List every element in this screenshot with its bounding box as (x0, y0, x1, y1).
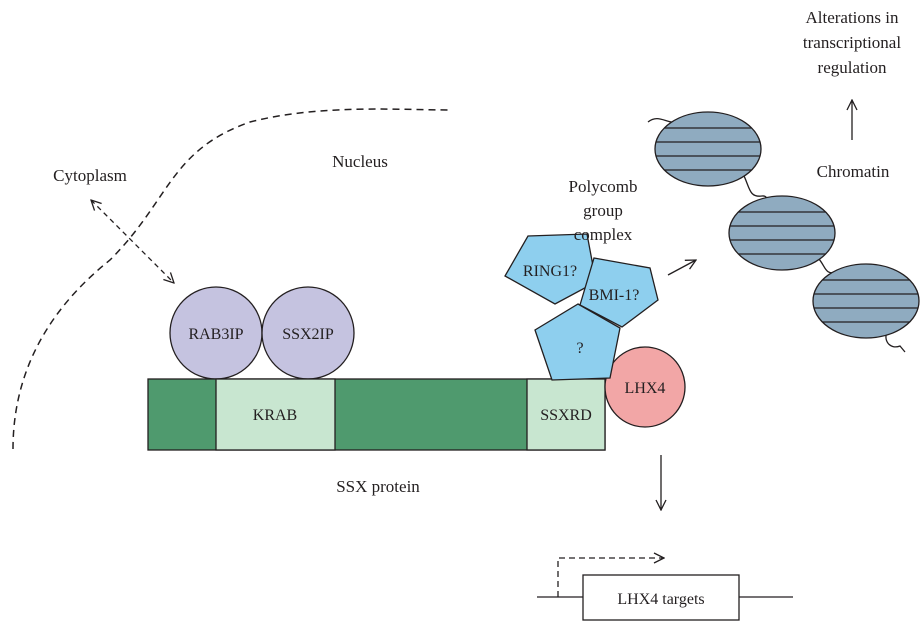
dna-strand (647, 115, 906, 353)
nucleus-label: Nucleus (332, 152, 388, 171)
polycomb-label-line1: Polycomb (569, 177, 638, 196)
rab3ip-label: RAB3IP (188, 326, 243, 343)
nucleosome-3 (812, 263, 920, 339)
lhx4-protein: LHX4 (604, 346, 686, 428)
shuttle-arrow (91, 200, 174, 283)
ssxrd-label: SSXRD (540, 407, 592, 424)
nucleosome-2 (728, 195, 836, 271)
polycomb-label-line2: group (583, 201, 623, 220)
chromatin (647, 111, 920, 353)
bmi1-label: BMI-1? (589, 287, 640, 304)
chromatin-label: Chromatin (817, 162, 890, 181)
lhx4-target-gene: LHX4 targets (537, 558, 793, 621)
lhx4-targets-label: LHX4 targets (617, 591, 704, 608)
polycomb-ring1: RING1? (504, 233, 597, 305)
polycomb-label-line3: complex (574, 225, 633, 244)
krab-domain (215, 378, 336, 451)
cytoplasm-label: Cytoplasm (53, 166, 127, 185)
polycomb-to-chromatin-arrow (667, 260, 696, 276)
polycomb-bmi1: BMI-1? (579, 257, 659, 328)
transcription-start-arrow (557, 558, 664, 597)
nucleosome-1 (654, 111, 762, 187)
ssx2ip-protein: SSX2IP (261, 286, 355, 380)
alterations-label-line3: regulation (818, 58, 887, 77)
rab3ip-protein: RAB3IP (169, 286, 263, 380)
ssx-protein-label: SSX protein (336, 477, 420, 496)
polycomb-unknown: ? (534, 303, 621, 381)
alterations-label-line2: transcriptional (803, 33, 901, 52)
alterations-label-line1: Alterations in (805, 8, 899, 27)
nuclear-membrane (12, 108, 453, 450)
krab-label: KRAB (253, 407, 297, 424)
ssxrd-domain (526, 378, 606, 451)
ring1-label: RING1? (523, 263, 577, 280)
ssx2ip-label: SSX2IP (282, 326, 334, 343)
ssx-protein-bar: KRAB SSXRD (147, 378, 606, 451)
lhx4-label: LHX4 (625, 380, 666, 397)
polycomb-unknown-label: ? (576, 340, 583, 357)
